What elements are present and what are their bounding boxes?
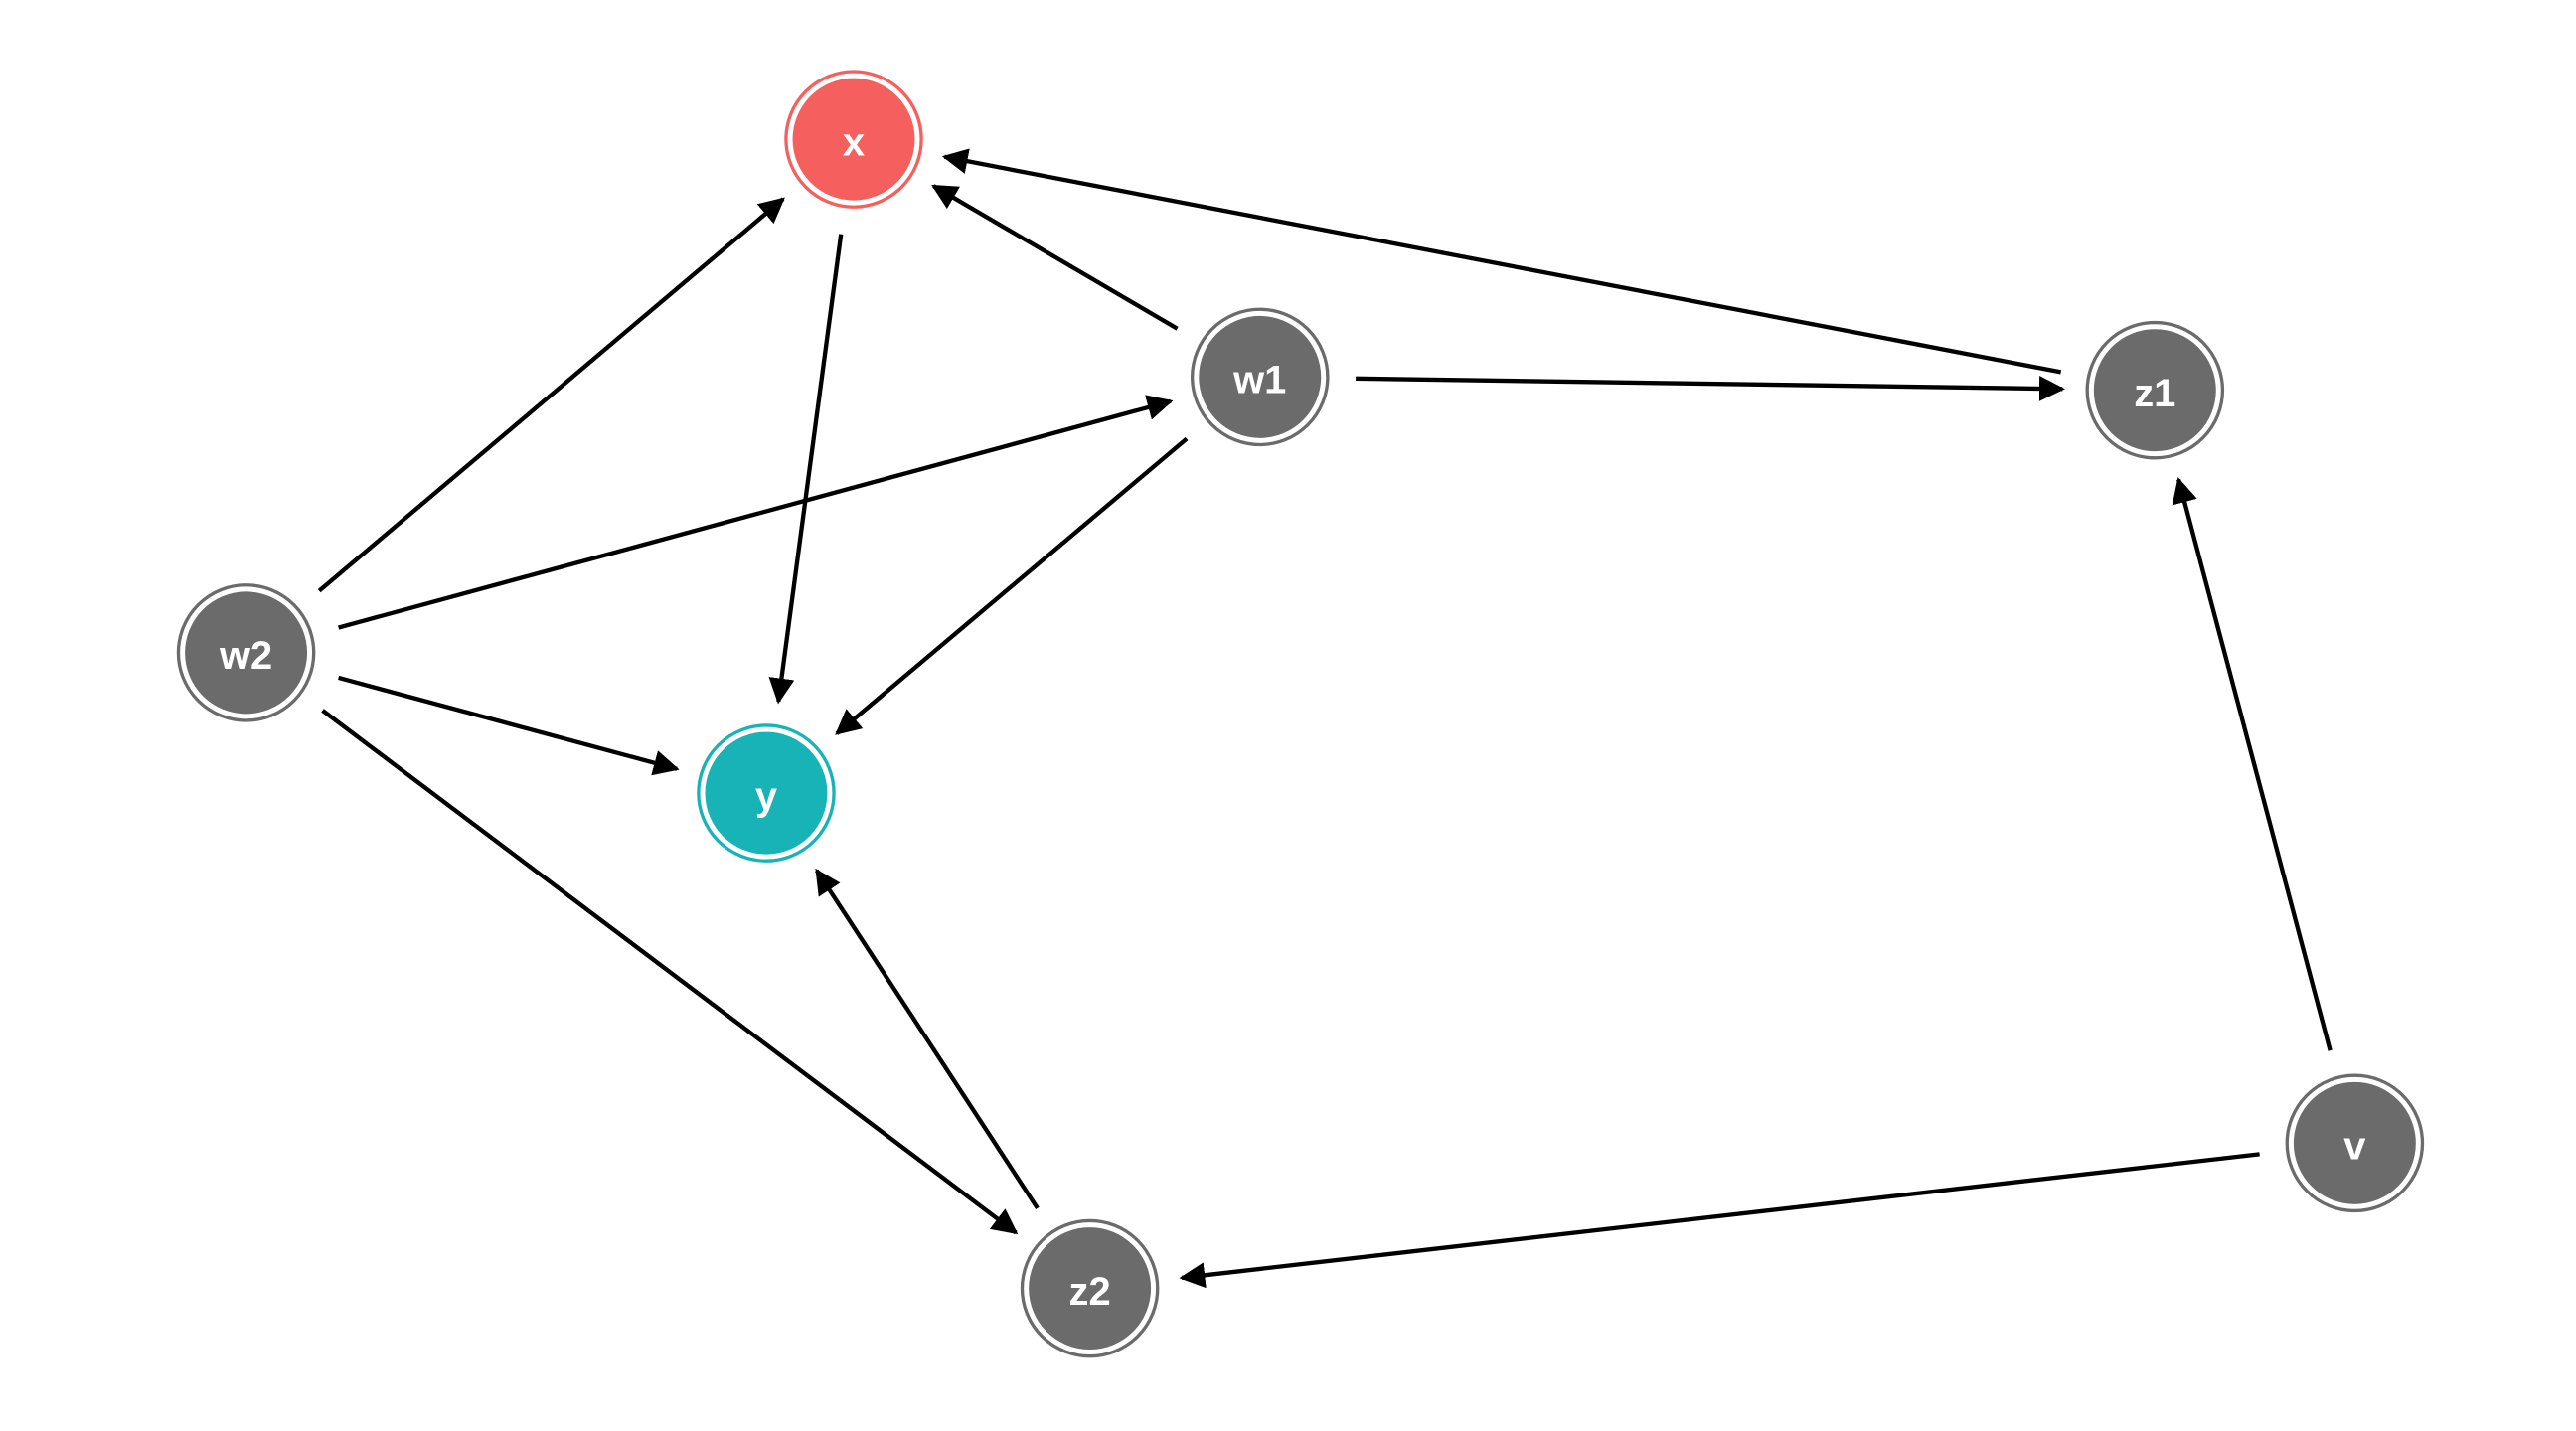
edge-w1-to-y xyxy=(835,436,1189,735)
node-v[interactable]: v xyxy=(2285,1073,2425,1213)
node-y[interactable]: y xyxy=(697,723,836,863)
edge-w2-to-y xyxy=(338,675,680,776)
node-w1[interactable]: w1 xyxy=(1190,307,1330,447)
node-label: w1 xyxy=(1232,359,1286,402)
edge-v-to-z1 xyxy=(2172,477,2333,1051)
node-circle xyxy=(185,591,308,715)
edge-z2-to-y xyxy=(815,868,1040,1210)
node-z1[interactable]: z1 xyxy=(2085,320,2225,460)
edge-w1-to-z1 xyxy=(1356,376,2065,401)
edge-w2-to-z2 xyxy=(321,709,1019,1235)
edge-z1-to-x xyxy=(941,148,2062,375)
node-label: v xyxy=(2343,1125,2365,1169)
node-circle xyxy=(2293,1081,2416,1204)
node-circle xyxy=(705,731,828,855)
node-circle xyxy=(1029,1227,1152,1351)
node-circle xyxy=(792,78,915,201)
node-label: w2 xyxy=(219,634,272,678)
edge-v-to-z2 xyxy=(1179,1152,2260,1289)
node-circle xyxy=(2093,329,2216,452)
node-label: y xyxy=(755,774,777,818)
edge-w2-to-w1 xyxy=(337,395,1174,630)
node-x[interactable]: x xyxy=(784,70,923,209)
node-label: z1 xyxy=(2134,372,2175,415)
node-w2[interactable]: w2 xyxy=(176,583,316,722)
node-z2[interactable]: z2 xyxy=(1020,1218,1160,1358)
node-circle xyxy=(1199,315,1322,438)
edge-w2-to-x xyxy=(317,197,785,593)
edge-w1-to-x xyxy=(931,184,1179,331)
edge-x-to-y xyxy=(768,234,844,705)
node-label: x xyxy=(843,120,865,164)
node-label: z2 xyxy=(1069,1270,1111,1314)
